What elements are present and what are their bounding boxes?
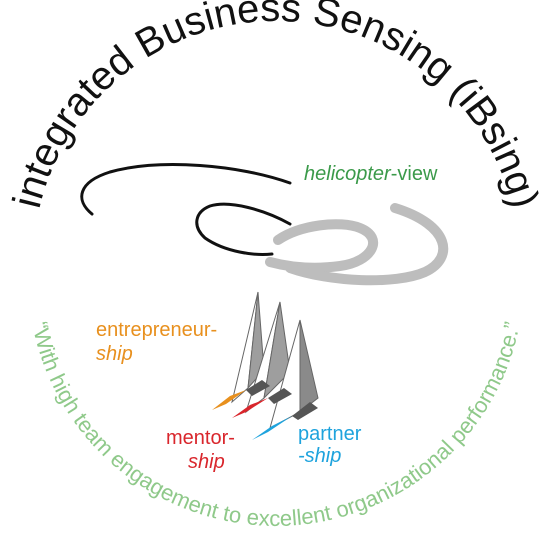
partnership-label: partner -ship <box>298 423 367 467</box>
grey-arc-outer <box>285 203 449 286</box>
entrepreneurship-label: entrepreneur- ship <box>96 319 223 365</box>
hulls <box>212 380 318 440</box>
helicopter-view-label: helicopter-view <box>304 163 438 185</box>
diagram-title: integrated Business Sensing (iBsing) <box>5 0 547 212</box>
grey-arcs <box>265 203 449 286</box>
helicopter-suffix: -view <box>391 163 438 185</box>
mentorship-label: mentor- ship <box>166 427 240 473</box>
black-arc-inner <box>195 202 292 256</box>
grey-arc-inner <box>265 219 378 273</box>
hull-mentor <box>232 398 268 418</box>
helicopter-prefix: helicopter <box>304 163 392 185</box>
hull-partner <box>252 416 292 440</box>
hull-entrepreneur <box>212 390 246 410</box>
black-arc-outer <box>80 163 292 216</box>
black-arcs <box>80 163 292 256</box>
